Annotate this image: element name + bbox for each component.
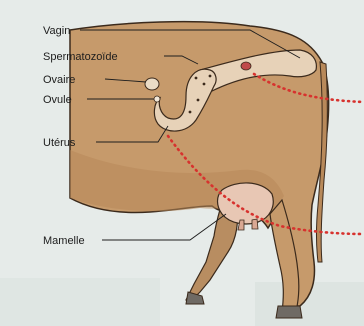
spermatozoon bbox=[209, 75, 212, 78]
spermatozoon bbox=[203, 83, 206, 86]
ovary bbox=[145, 78, 159, 90]
label-mamelle: Mamelle bbox=[43, 235, 85, 247]
label-spermatozoide: Spermatozoïde bbox=[43, 51, 118, 63]
label-ovaire: Ovaire bbox=[43, 74, 75, 86]
label-vagin: Vagin bbox=[43, 25, 70, 37]
spermatozoon bbox=[197, 99, 200, 102]
cow-udder bbox=[218, 183, 274, 224]
label-ovule: Ovule bbox=[43, 94, 72, 106]
label-uterus: Utérus bbox=[43, 137, 76, 149]
ovule bbox=[154, 96, 160, 102]
cow-teat bbox=[252, 219, 258, 229]
vulva bbox=[241, 62, 251, 70]
spermatozoon bbox=[195, 77, 198, 80]
spermatozoon bbox=[189, 111, 192, 114]
cow-near-hoof bbox=[276, 306, 302, 318]
